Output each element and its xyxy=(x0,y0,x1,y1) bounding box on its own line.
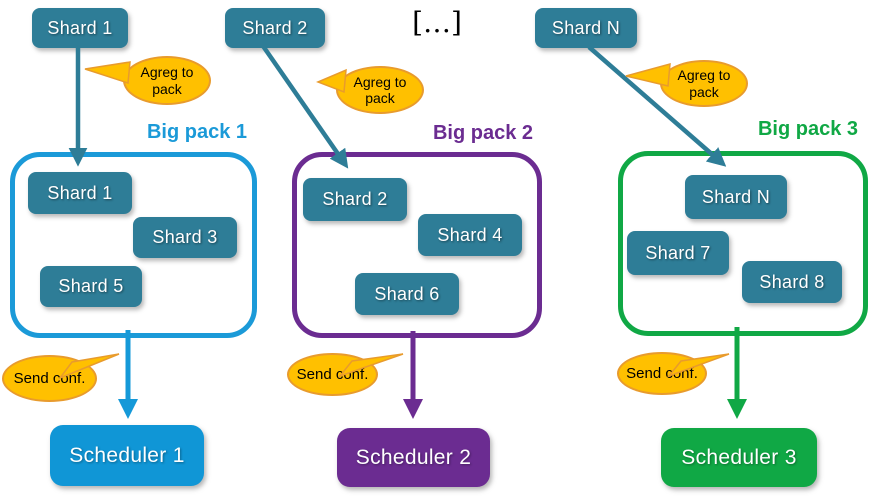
scheduler-2-box: Scheduler 2 xyxy=(337,428,490,487)
pack1-shard-1: Shard 1 xyxy=(28,172,132,214)
agreg-to-pack-bubble-3: Agreg to pack xyxy=(660,60,748,107)
scheduler-3-box: Scheduler 3 xyxy=(661,428,817,487)
send-conf-bubble-1: Send conf. xyxy=(2,355,97,402)
big-pack-3-container xyxy=(618,151,868,336)
big-pack-3-label: Big pack 3 xyxy=(757,118,858,140)
pack2-shard-2: Shard 2 xyxy=(303,178,407,221)
shard-source-box-1: Shard 1 xyxy=(32,8,128,48)
arrow-shard2-to-pack2 xyxy=(261,44,349,169)
big-pack-2-container xyxy=(292,152,542,338)
pack3-shard-n: Shard N xyxy=(685,175,787,219)
agreg-to-pack-bubble-1: Agreg to pack xyxy=(123,56,211,105)
shard-source-box-2: Shard 2 xyxy=(225,8,325,48)
big-pack-1-container xyxy=(10,152,257,338)
big-pack-1-label: Big pack 1 xyxy=(146,121,247,143)
send-conf-bubble-3: Send conf. xyxy=(617,352,707,395)
pack1-shard-5: Shard 5 xyxy=(40,266,142,307)
agreg-to-pack-bubble-2: Agreg to pack xyxy=(336,66,424,114)
send-conf-bubble-2: Send conf. xyxy=(287,353,378,396)
scheduler-1-box: Scheduler 1 xyxy=(50,425,204,486)
pack3-shard-7: Shard 7 xyxy=(627,231,729,275)
big-pack-2-label: Big pack 2 xyxy=(432,122,533,144)
pack1-shard-3: Shard 3 xyxy=(133,217,237,258)
pack2-shard-6: Shard 6 xyxy=(355,273,459,315)
ellipsis-label: […] xyxy=(412,6,462,39)
shard-source-box-n: Shard N xyxy=(535,8,637,48)
pack2-shard-4: Shard 4 xyxy=(418,214,522,256)
pack3-shard-8: Shard 8 xyxy=(742,261,842,303)
